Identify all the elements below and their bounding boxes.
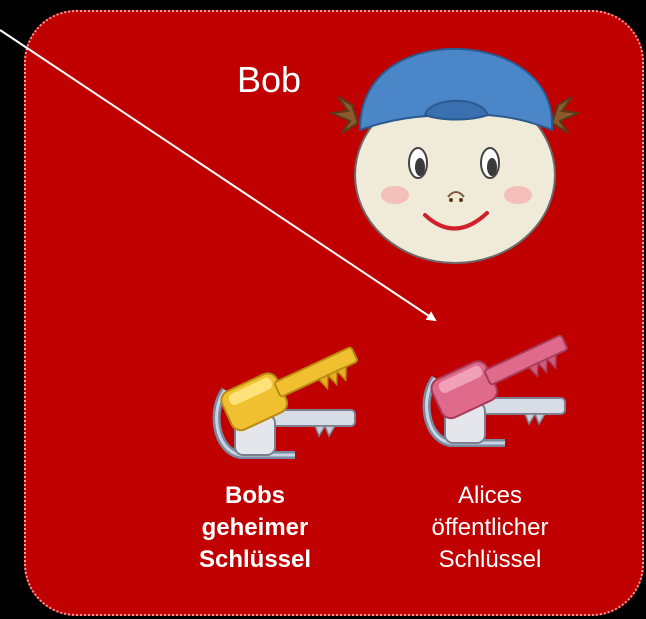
caption-line: Bobs [150,480,360,512]
caption-line: Schlüssel [150,544,360,576]
caption-line: Alices [365,480,615,512]
caption-line: Schlüssel [365,544,615,576]
yellow-key-icon [205,330,370,465]
caption-line: geheimer [150,512,360,544]
pink-key-icon [415,318,580,453]
caption-line: öffentlicher [365,512,615,544]
boy-face-with-blue-cap-icon [330,35,580,265]
private-key-caption: Bobs geheimer Schlüssel [150,480,360,576]
public-key-caption: Alices öffentlicher Schlüssel [365,480,615,576]
bob-name-label: Bob [237,62,301,98]
